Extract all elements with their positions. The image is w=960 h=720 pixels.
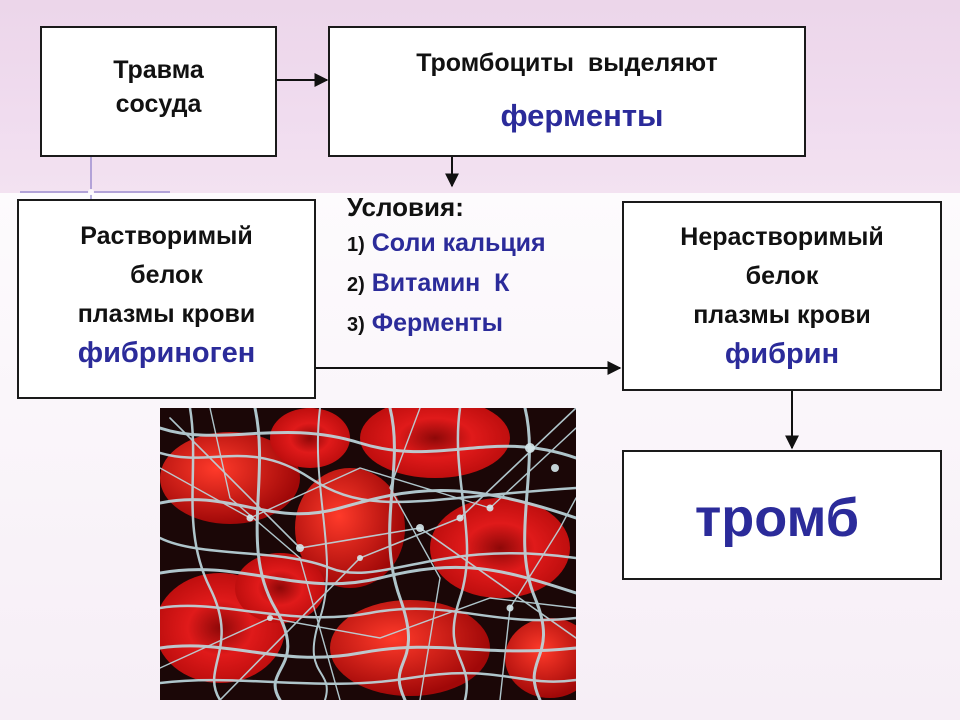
condition-number: 1) (347, 234, 365, 256)
condition-number: 3) (347, 314, 365, 336)
condition-text: Витамин К (371, 269, 510, 297)
condition-item: 1) Соли кальция (347, 224, 622, 264)
fibrinogen-box: Растворимый белок плазмы крови фибриноге… (17, 199, 316, 399)
fibrin-nodes (246, 443, 559, 621)
platelets-line-1: Тромбоциты выделяют (416, 49, 718, 77)
conditions-list: Условия: 1) Соли кальция 2) Витамин К 3)… (347, 190, 622, 344)
platelets-box: Тромбоциты выделяют ферменты (328, 26, 806, 157)
condition-text: Ферменты (371, 309, 504, 337)
fibrin-strands (160, 408, 576, 700)
fibrin-box: Нерастворимый белок плазмы крови фибрин (622, 201, 942, 391)
fibrin-line-1: Нерастворимый (680, 223, 884, 251)
fibrin-term: фибрин (724, 338, 840, 370)
fibrinogen-term: фибриноген (77, 337, 256, 369)
trauma-box: Травма сосуда (40, 26, 277, 157)
trauma-line-1: Травма (113, 56, 204, 84)
thrombus-label: тромб (694, 488, 860, 548)
trauma-line-2: сосуда (115, 90, 202, 118)
fibrinogen-line-3: плазмы крови (77, 300, 256, 328)
condition-number: 2) (347, 274, 365, 296)
condition-text: Соли кальция (371, 229, 546, 257)
fibrin-line-3: плазмы крови (693, 301, 871, 329)
fibrin-line-2: белок (745, 262, 819, 290)
condition-item: 3) Ферменты (347, 304, 622, 344)
platelets-enzymes: ферменты (500, 98, 664, 133)
fibrinogen-line-2: белок (130, 261, 203, 289)
fibrin-micrograph-image (160, 408, 576, 700)
conditions-title: Условия: (347, 192, 464, 222)
condition-item: 2) Витамин К (347, 264, 622, 304)
fibrinogen-line-1: Растворимый (80, 222, 253, 250)
thrombus-box: тромб (622, 450, 942, 580)
